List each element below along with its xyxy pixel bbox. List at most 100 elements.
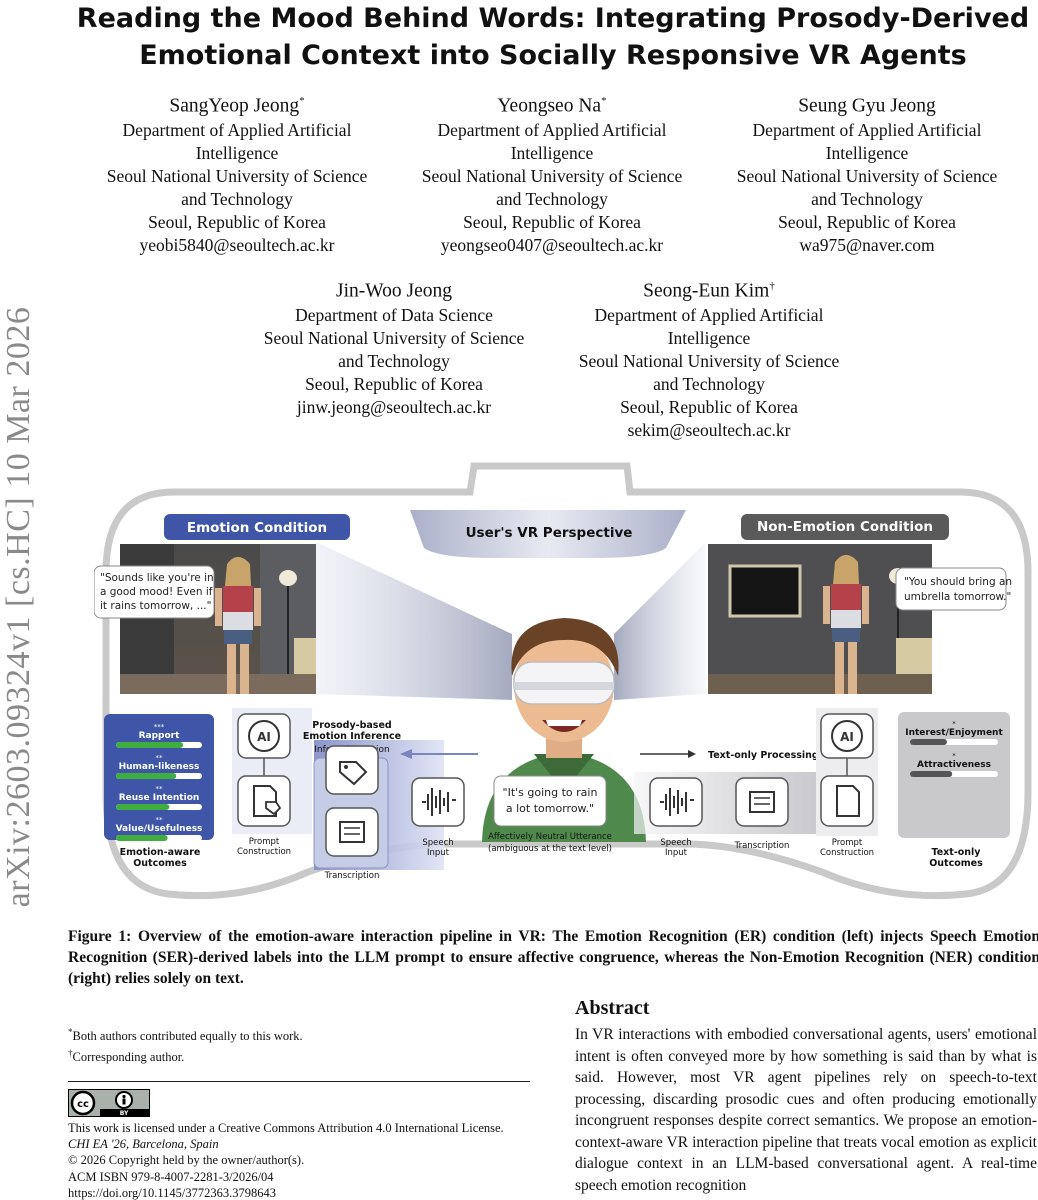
affiliation-line: Intelligence (195, 142, 279, 163)
text-only-processing-label: Text-only Processing (708, 750, 819, 761)
user-speech-bubble: "It's going to rain a lot tomorrow." (493, 775, 607, 827)
right-speech-bubble: "You should bring an umbrella tomorrow." (895, 567, 1012, 611)
pipeline-figure-svg: User's VR Perspective Emotion Condition … (93, 462, 1032, 900)
author-mark: * (299, 95, 305, 107)
affiliation-line: Seoul National University of Science (263, 327, 525, 348)
user-vr-perspective-label: User's VR Perspective (466, 525, 633, 541)
author-email[interactable]: jinw.jeong@seoultech.ac.kr (296, 396, 492, 417)
ai-icon: AI (237, 713, 291, 759)
non-emotion-condition-tag (741, 514, 949, 540)
right-speech-input-line-1: Speech (660, 838, 691, 848)
left-metrics-group: ***Rapport**Human-likeness**Reuse Intent… (116, 723, 203, 841)
license-text: This work is licensed under a Creative C… (68, 1121, 504, 1135)
author-block-3: Seung Gyu Jeong Department of Applied Ar… (716, 89, 1018, 257)
metric-label: Human-likeness (119, 762, 200, 772)
cc-by-license-icon[interactable]: cc BY (68, 1089, 150, 1117)
affiliation-line: and Technology (181, 188, 293, 209)
affiliation-line: Department of Applied Artificial (437, 119, 667, 140)
author-email[interactable]: yeongseo0407@seoultech.ac.kr (440, 234, 664, 255)
affiliation-line: Department of Data Science (295, 304, 493, 325)
metric-bar-fill (116, 773, 177, 779)
ai-icon-label: AI (257, 730, 271, 744)
title-line-1: Reading the Mood Behind Words: Integrati… (76, 3, 1030, 34)
author-name: SangYeop Jeong (169, 95, 300, 117)
user-bubble-line-1: "It's going to rain (503, 786, 598, 799)
footnote-corresponding: †Corresponding author. (68, 1048, 185, 1065)
right-metrics-group: *Interest/Enjoyment*Attractiveness (905, 720, 1003, 777)
affiliation-line: Seoul, Republic of Korea (463, 211, 641, 232)
perspective-banner (410, 510, 686, 558)
title-line-2: Emotional Context into Socially Responsi… (139, 40, 967, 71)
right-prompt-construction-line-2: Construction (820, 848, 874, 858)
metric-label: Reuse Intention (119, 793, 200, 803)
user-bubble-line-2: a lot tomorrow." (506, 802, 594, 815)
affiliation-line: Intelligence (510, 142, 594, 163)
footnotes: *Both authors contributed equally to thi… (68, 1024, 530, 1066)
cc-by-label: BY (120, 1110, 129, 1117)
emotion-condition-tag (164, 514, 350, 540)
ai-icon-label: AI (840, 730, 854, 744)
metric-stars: ** (156, 816, 164, 824)
ambiguous-note-label: (ambiguous at the text level) (488, 844, 612, 854)
affiliation-line: Intelligence (825, 142, 909, 163)
affiliation-line: and Technology (338, 350, 450, 371)
affiliation-line: Seoul, Republic of Korea (148, 211, 326, 232)
left-prompt-construction-line-1: Prompt (249, 837, 280, 847)
left-prompt-construction-line-2: Construction (237, 847, 291, 857)
metric-stars: ** (156, 785, 164, 793)
metric-bar-fill (116, 742, 184, 748)
ai-icon: AI (820, 713, 874, 759)
left-transcription-label: Transcription (324, 871, 380, 881)
copyright: © 2026 Copyright held by the owner/autho… (68, 1153, 305, 1168)
author-name: Jin-Woo Jeong (336, 280, 452, 302)
left-bubble-line-1: "Sounds like you're in (100, 572, 214, 584)
author-block-4: Jin-Woo Jeong Department of Data Science… (243, 274, 545, 419)
metric-label: Rapport (139, 731, 181, 741)
paper-title: Reading the Mood Behind Words: Integrati… (60, 0, 1038, 74)
author-mark: † (769, 280, 775, 292)
vr-beam-right (614, 542, 706, 700)
affiliation-line: Seoul National University of Science (421, 165, 683, 186)
author-block-1: SangYeop Jeong* Department of Applied Ar… (86, 89, 388, 257)
isbn: ACM ISBN 979-8-4007-2281-3/2026/04 (68, 1169, 274, 1184)
author-name: Seong-Eun Kim (643, 280, 770, 302)
author-block-2: Yeongseo Na* Department of Applied Artif… (401, 89, 703, 257)
metric-bar-fill (116, 835, 168, 841)
figure-1: User's VR Perspective Emotion Condition … (93, 462, 1038, 902)
affiliation-line: Department of Applied Artificial (752, 119, 982, 140)
affiliation-line: Seoul, Republic of Korea (305, 373, 483, 394)
prompt-document-icon (820, 775, 874, 827)
left-speech-input-line-2: Input (427, 848, 450, 858)
prompt-emotion-document-icon (237, 775, 291, 827)
metric-bar-fill (910, 771, 953, 777)
right-outcomes-line-1: Text-only (931, 847, 981, 858)
affiliation-line: Intelligence (667, 327, 751, 348)
right-bubble-line-2: umbrella tomorrow." (904, 591, 1011, 603)
affiliation-line: Seoul National University of Science (106, 165, 368, 186)
author-block-5: Seong-Eun Kim† Department of Applied Art… (558, 274, 860, 442)
vr-beam-left (316, 542, 512, 700)
author-email[interactable]: yeobi5840@seoultech.ac.kr (139, 234, 335, 255)
right-outcomes-line-2: Outcomes (929, 858, 983, 869)
prosody-title-line-2: Emotion Inference (303, 731, 401, 742)
author-email[interactable]: wa975@naver.com (799, 234, 935, 255)
prosody-title-line-1: Prosody-based (312, 720, 391, 731)
affiliation-line: and Technology (811, 188, 923, 209)
doi-link[interactable]: https://doi.org/10.1145/3772363.3798643 (68, 1185, 276, 1200)
license-block: This work is licensed under a Creative C… (68, 1120, 538, 1200)
author-mark: * (601, 95, 607, 107)
svg-text:cc: cc (77, 1099, 89, 1110)
affiliation-line: and Technology (653, 373, 765, 394)
metric-stars: * (952, 752, 956, 760)
metric-bar-fill (910, 739, 947, 745)
author-email[interactable]: sekim@seoultech.ac.kr (627, 419, 791, 440)
right-transcription-label: Transcription (734, 841, 790, 851)
affiliation-line: Department of Applied Artificial (594, 304, 824, 325)
metric-label: Value/Usefulness (116, 824, 203, 834)
footnote-divider (68, 1081, 530, 1082)
left-speech-bubble: "Sounds like you're in a good mood! Even… (93, 565, 215, 619)
right-vr-scene (708, 544, 932, 694)
right-bubble-line-1: "You should bring an (904, 576, 1012, 588)
author-name: Yeongseo Na (497, 95, 602, 117)
affiliation-line: Department of Applied Artificial (122, 119, 352, 140)
